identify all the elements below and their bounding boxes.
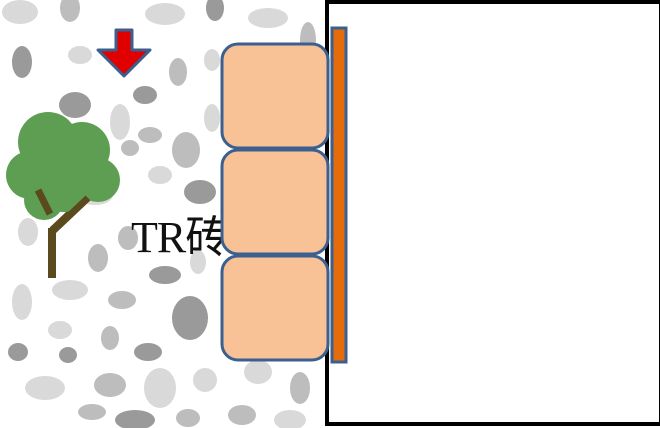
gravel-pebbles	[2, 0, 316, 428]
wall-panel	[325, 0, 660, 426]
tree-icon	[6, 112, 120, 278]
block-middle	[220, 148, 330, 256]
orange-strip	[330, 26, 348, 364]
down-arrow-icon	[96, 28, 152, 78]
block-top	[220, 42, 330, 150]
tree-crown	[6, 112, 120, 220]
tr-brick-label: TR砖	[131, 213, 229, 262]
block-bottom	[220, 254, 330, 362]
